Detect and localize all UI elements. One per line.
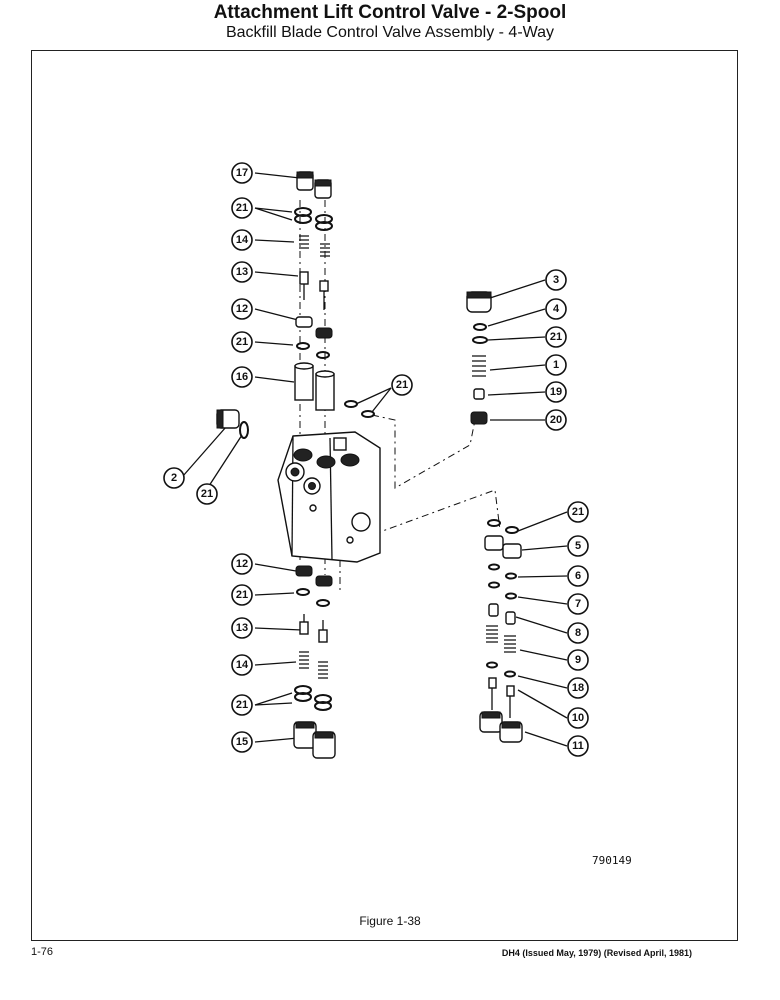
callout-14: 14: [231, 229, 253, 251]
lower-spool-parts: [293, 565, 336, 759]
svg-text:14: 14: [236, 659, 249, 671]
callout-11: 11: [567, 735, 589, 757]
callout-17: 17: [231, 162, 253, 184]
callout-16: 16: [231, 366, 253, 388]
svg-text:8: 8: [575, 627, 581, 639]
svg-text:21: 21: [236, 202, 248, 214]
callout-21: 21: [231, 694, 253, 716]
lower-relief-parts: [479, 519, 523, 743]
relief-valve-parts: [466, 291, 492, 425]
svg-text:7: 7: [575, 598, 581, 610]
callout-15: 15: [231, 731, 253, 753]
page-title: Attachment Lift Control Valve - 2-Spool: [213, 2, 567, 23]
svg-text:1: 1: [553, 359, 559, 371]
leader-lines: [182, 172, 568, 747]
callout-2: 2: [163, 467, 185, 489]
svg-text:21: 21: [550, 331, 562, 343]
svg-text:5: 5: [575, 540, 581, 552]
svg-text:21: 21: [236, 699, 248, 711]
svg-text:21: 21: [572, 506, 584, 518]
callout-21: 21: [231, 331, 253, 353]
callout-21: 21: [567, 501, 589, 523]
svg-text:17: 17: [236, 167, 248, 179]
svg-text:21: 21: [236, 336, 248, 348]
callout-21: 21: [391, 374, 413, 396]
callout-1: 1: [545, 354, 567, 376]
svg-text:6: 6: [575, 570, 581, 582]
callout-9: 9: [567, 649, 589, 671]
callout-21: 21: [196, 483, 218, 505]
upper-spool-parts: [294, 171, 375, 418]
callout-14: 14: [231, 654, 253, 676]
callout-21: 21: [545, 326, 567, 348]
figure-caption: Figure 1-38: [359, 914, 421, 928]
callout-3: 3: [545, 269, 567, 291]
callout-6: 6: [567, 565, 589, 587]
figure-frame: [31, 50, 738, 941]
svg-text:12: 12: [236, 558, 248, 570]
svg-text:21: 21: [396, 379, 408, 391]
callout-5: 5: [567, 535, 589, 557]
svg-text:21: 21: [236, 589, 248, 601]
svg-text:11: 11: [572, 740, 584, 752]
svg-text:12: 12: [236, 303, 248, 315]
drawing-number: 790149: [592, 854, 632, 867]
svg-text:10: 10: [572, 712, 584, 724]
valve-body: [277, 431, 381, 563]
svg-text:20: 20: [550, 414, 562, 426]
svg-text:9: 9: [575, 654, 581, 666]
callout-18: 18: [567, 677, 589, 699]
svg-text:2: 2: [171, 472, 177, 484]
svg-text:15: 15: [236, 736, 248, 748]
svg-text:21: 21: [201, 488, 213, 500]
callout-8: 8: [567, 622, 589, 644]
svg-text:13: 13: [236, 622, 248, 634]
callout-19: 19: [545, 381, 567, 403]
callout-21: 21: [231, 584, 253, 606]
document-revision: DH4 (Issued May, 1979) (Revised April, 1…: [501, 948, 692, 958]
page-subtitle: Backfill Blade Control Valve Assembly - …: [225, 24, 555, 41]
svg-text:3: 3: [553, 274, 559, 286]
svg-text:19: 19: [550, 386, 562, 398]
callout-10: 10: [567, 707, 589, 729]
callout-13: 13: [231, 261, 253, 283]
svg-text:14: 14: [236, 234, 249, 246]
side-plug: [216, 409, 249, 439]
svg-text:4: 4: [553, 303, 560, 315]
callout-7: 7: [567, 593, 589, 615]
page-number: 1-76: [31, 946, 54, 958]
svg-text:13: 13: [236, 266, 248, 278]
callout-12: 12: [231, 298, 253, 320]
callout-12: 12: [231, 553, 253, 575]
callout-20: 20: [545, 409, 567, 431]
callout-13: 13: [231, 617, 253, 639]
callout-4: 4: [545, 298, 567, 320]
svg-text:16: 16: [236, 371, 248, 383]
svg-text:18: 18: [572, 682, 584, 694]
callout-21: 21: [231, 197, 253, 219]
callouts: 17 21 14 13 12 21 16 21 2 21 3 4 21 1 19…: [163, 162, 589, 757]
